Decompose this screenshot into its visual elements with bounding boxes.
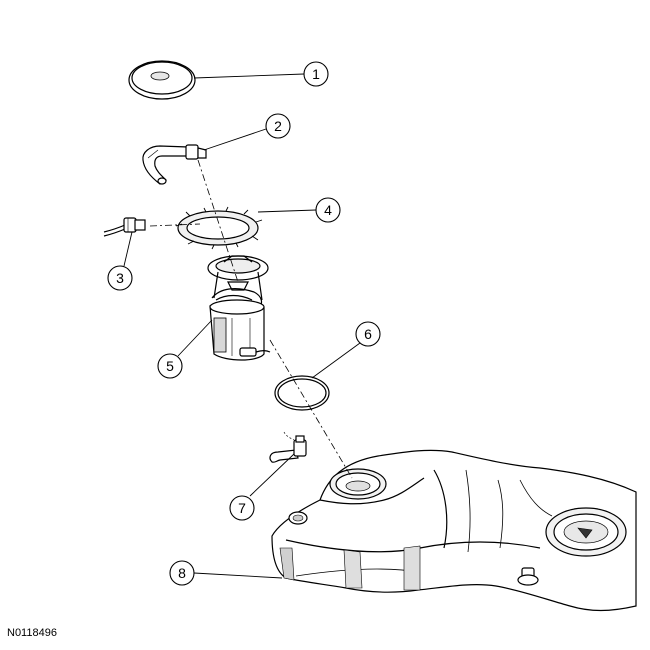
part-o-ring bbox=[274, 375, 330, 411]
part-electrical-connector bbox=[103, 217, 146, 237]
svg-text:8: 8 bbox=[178, 565, 186, 581]
part-fuel-line-connector bbox=[269, 431, 307, 463]
svg-text:1: 1 bbox=[312, 66, 320, 82]
leader-lines bbox=[123, 73, 361, 579]
callout-8: 8 bbox=[169, 560, 195, 586]
callout-3: 3 bbox=[107, 265, 133, 291]
svg-text:2: 2 bbox=[274, 118, 282, 134]
part-lock-ring bbox=[175, 206, 263, 250]
callout-2: 2 bbox=[265, 113, 291, 139]
part-fuel-pump-module bbox=[207, 255, 271, 361]
svg-text:7: 7 bbox=[238, 500, 246, 516]
figure-id-label: N0118496 bbox=[7, 627, 57, 639]
callout-1: 1 bbox=[303, 61, 329, 87]
part-cover-disc bbox=[128, 60, 196, 100]
svg-text:3: 3 bbox=[116, 270, 124, 286]
callout-5: 5 bbox=[157, 353, 183, 379]
svg-text:5: 5 bbox=[166, 358, 174, 374]
callout-6: 6 bbox=[355, 321, 381, 347]
svg-text:4: 4 bbox=[324, 202, 332, 218]
callout-4: 4 bbox=[315, 197, 341, 223]
part-vent-hose bbox=[142, 144, 207, 185]
svg-text:6: 6 bbox=[364, 326, 372, 342]
assembly-centerlines bbox=[149, 159, 353, 479]
callout-7: 7 bbox=[229, 495, 255, 521]
part-fuel-tank bbox=[271, 449, 637, 612]
